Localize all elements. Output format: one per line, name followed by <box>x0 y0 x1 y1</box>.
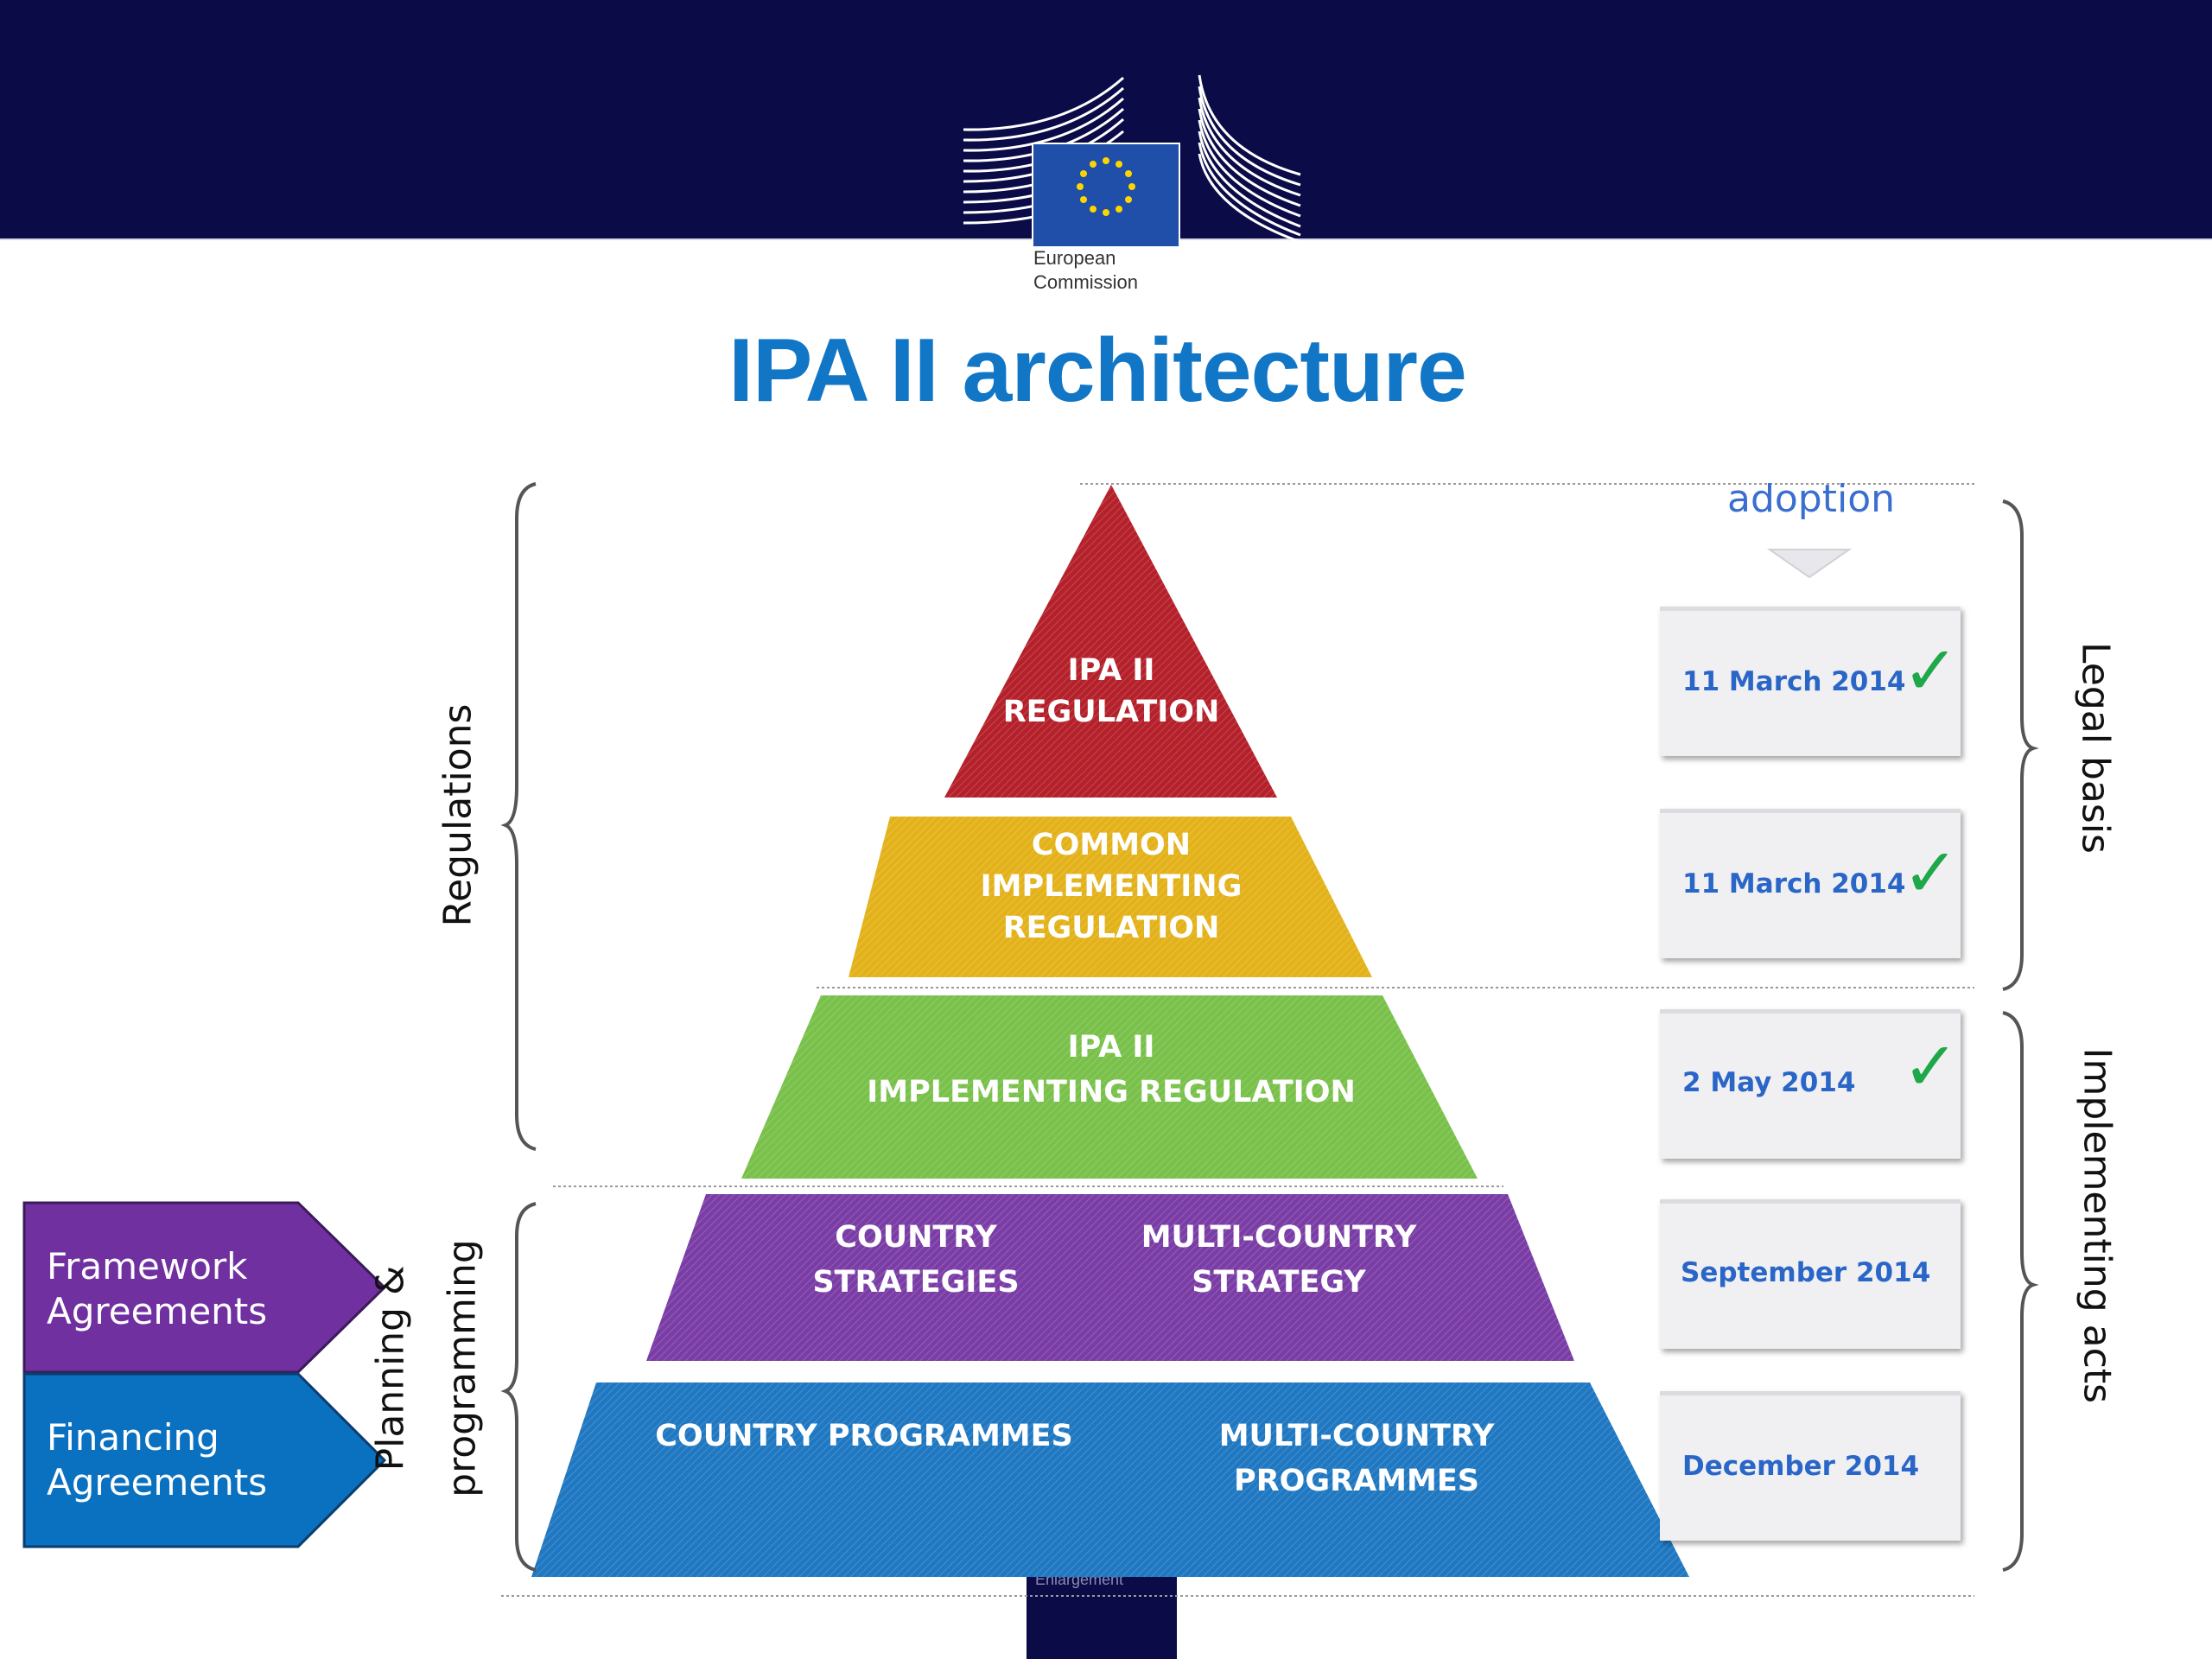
tier-4-left-label: COUNTRY STRATEGIES <box>778 1215 1054 1305</box>
brace-regulations <box>500 482 537 1151</box>
regulations-label: Regulations <box>435 703 480 927</box>
brace-implementing-acts <box>2002 1011 2039 1572</box>
implementing-acts-label: Implementing acts <box>2075 1047 2120 1404</box>
tier-5-left-label: COUNTRY PROGRAMMES <box>622 1414 1106 1459</box>
page-title: IPA II architecture <box>728 321 1467 421</box>
planning-label-line2: programming <box>440 1239 485 1497</box>
logo-label-line1: European <box>1033 247 1116 269</box>
date-box-5: December 2014 <box>1660 1391 1961 1541</box>
check-icon-3: ✓ <box>1902 1028 1959 1106</box>
logo-label-line2: Commission <box>1033 271 1139 293</box>
financing-agreements-label: Financing Agreements <box>47 1415 267 1505</box>
tier-4-left-line-1: COUNTRY <box>835 1220 997 1255</box>
pyramid-tier-3-texture <box>741 995 1478 1179</box>
framework-line-1: Framework <box>47 1245 248 1287</box>
date-label-3: 2 May 2014 <box>1682 1067 1856 1098</box>
tier-1-line-2: REGULATION <box>1002 695 1220 729</box>
logo-label: European Commission <box>1033 246 1179 295</box>
brace-legal-basis <box>2002 499 2039 991</box>
tier-5-right-line-1: MULTI-COUNTRY <box>1218 1419 1495 1453</box>
tier-2-line-1: COMMON <box>1031 828 1192 862</box>
european-commission-logo <box>963 74 1301 308</box>
financing-line-1: Financing <box>47 1416 219 1459</box>
date-box-2: 11 March 2014 ✓ <box>1660 809 1961 958</box>
adoption-label: adoption <box>1726 477 1896 521</box>
legal-basis-label: Legal basis <box>2073 642 2118 854</box>
tier-4-right-label: MULTI-COUNTRY STRATEGY <box>1106 1215 1452 1305</box>
financing-agreements-arrow <box>22 1372 387 1548</box>
date-label-4: September 2014 <box>1681 1257 1931 1288</box>
pyramid-tier-1-texture <box>944 485 1277 798</box>
date-label-1: 11 March 2014 <box>1682 666 1906 697</box>
pyramid-tier-4-texture <box>646 1194 1574 1361</box>
check-icon-1: ✓ <box>1902 632 1959 710</box>
pyramid-tier-5-texture <box>531 1382 1689 1577</box>
framework-agreements-label: Framework Agreements <box>47 1244 267 1334</box>
adoption-chevron-icon <box>1766 549 1853 579</box>
tier-1-label: IPA II REGULATION <box>938 650 1284 733</box>
tier-2-label: COMMON IMPLEMENTING REGULATION <box>895 824 1327 949</box>
check-icon-2: ✓ <box>1902 835 1959 912</box>
tier-4-right-line-2: STRATEGY <box>1192 1265 1366 1300</box>
date-box-4: September 2014 <box>1660 1199 1961 1349</box>
tier-4-left-line-2: STRATEGIES <box>812 1265 1020 1300</box>
date-box-3: 2 May 2014 ✓ <box>1660 1009 1961 1159</box>
tier-3-line-1: IPA II <box>1067 1030 1155 1065</box>
tier-2-line-3: REGULATION <box>1002 911 1220 945</box>
date-box-1: 11 March 2014 ✓ <box>1660 607 1961 756</box>
planning-label-line1: Planning & <box>368 1265 413 1471</box>
tier-3-label: IPA II IMPLEMENTING REGULATION <box>809 1025 1414 1115</box>
framework-agreements-arrow <box>22 1201 387 1374</box>
tier-2-line-2: IMPLEMENTING <box>980 869 1243 904</box>
date-label-5: December 2014 <box>1682 1451 1920 1482</box>
framework-line-2: Agreements <box>47 1290 268 1332</box>
tier-5-left-line-1: COUNTRY PROGRAMMES <box>655 1419 1073 1453</box>
brace-planning <box>500 1202 537 1572</box>
tier-3-line-2: IMPLEMENTING REGULATION <box>867 1075 1356 1109</box>
tier-4-right-line-1: MULTI-COUNTRY <box>1141 1220 1417 1255</box>
financing-line-2: Agreements <box>47 1461 268 1503</box>
tier-5-right-label: MULTI-COUNTRY PROGRAMMES <box>1184 1414 1529 1503</box>
tier-5-right-line-2: PROGRAMMES <box>1234 1464 1479 1498</box>
date-label-2: 11 March 2014 <box>1682 868 1906 899</box>
tier-1-line-1: IPA II <box>1067 653 1155 688</box>
pyramid-tier-2-texture <box>849 817 1372 977</box>
